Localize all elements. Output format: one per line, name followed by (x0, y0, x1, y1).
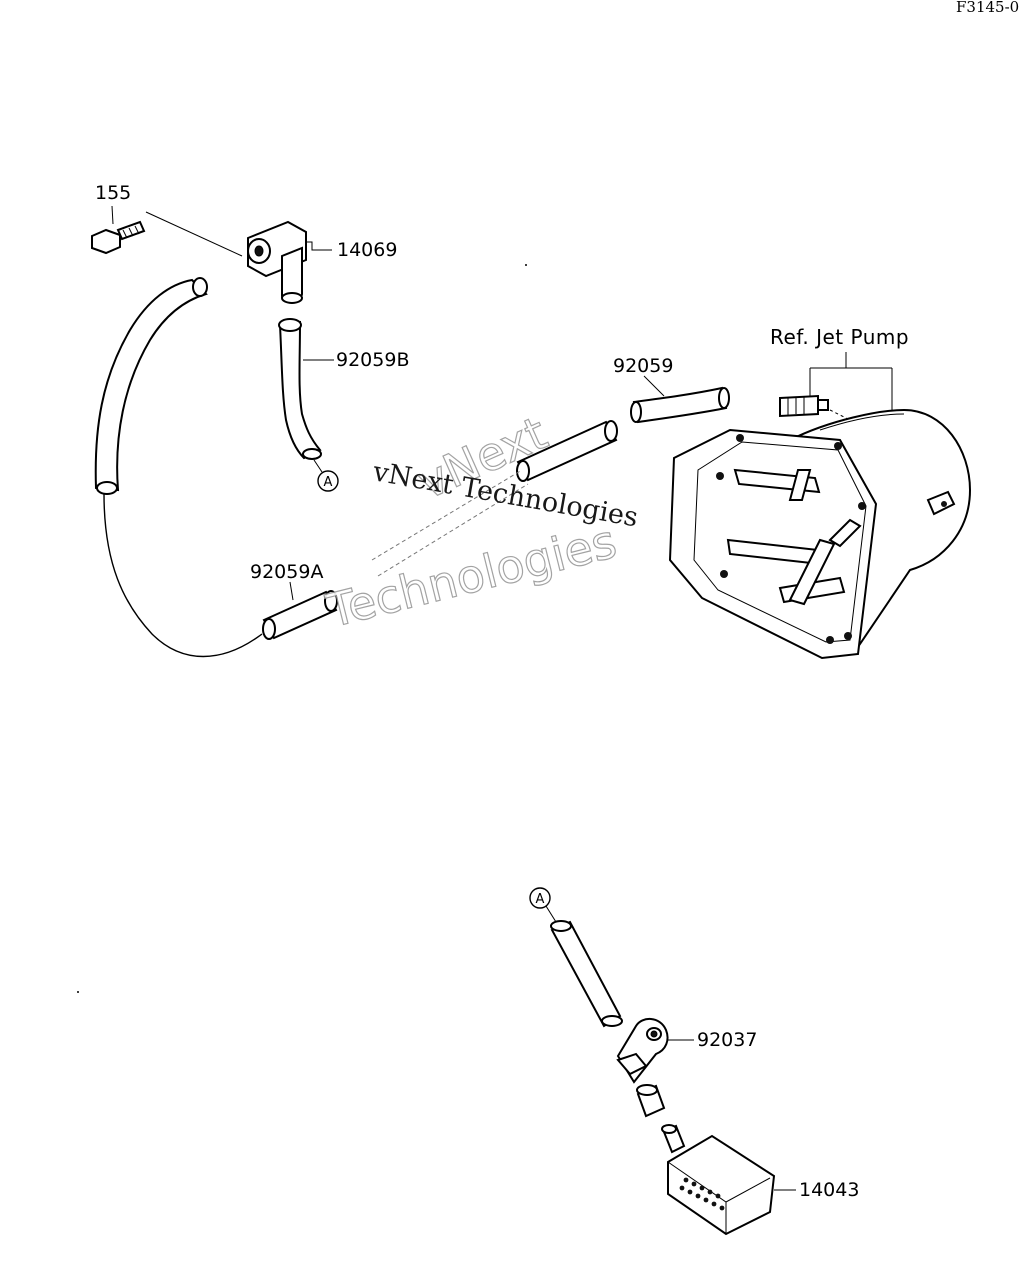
leader-92059 (643, 375, 665, 397)
hose-92059[interactable] (516, 386, 730, 482)
label-92059: 92059 (613, 355, 673, 377)
label-14069: 14069 (337, 239, 397, 261)
marker-a-bottom: A (529, 887, 551, 909)
hidden-line (371, 469, 529, 577)
label-14043: 14043 (799, 1179, 859, 1201)
dot (77, 991, 79, 993)
connection-line (103, 493, 263, 658)
label-92059A: 92059A (250, 561, 323, 583)
hose-lower[interactable] (550, 920, 623, 1028)
box-14043[interactable] (661, 1124, 776, 1236)
clamp-92037[interactable] (616, 1018, 669, 1084)
leader-ref-jet-pump (809, 352, 893, 420)
label-155: 155 (95, 182, 131, 204)
leader-155-14069 (145, 211, 243, 257)
label-ref-jet-pump: Ref. Jet Pump (770, 325, 909, 349)
watermark-line2: Technologies (321, 514, 622, 638)
nipple-fitting[interactable] (779, 394, 829, 418)
leader-a-top (313, 459, 323, 473)
bolt-155[interactable] (91, 205, 146, 255)
hose-92059B[interactable] (278, 318, 322, 460)
page-code: F3145-0 (956, 0, 1019, 16)
dot (525, 264, 527, 266)
leader-92059A (289, 581, 294, 601)
hose-92059A[interactable] (262, 590, 338, 640)
nipple-leader (829, 409, 855, 423)
leader-14069 (306, 241, 332, 251)
marker-a-top: A (317, 470, 339, 492)
svg-text:A: A (324, 475, 333, 490)
long-hose[interactable] (94, 277, 208, 495)
collar[interactable] (636, 1084, 666, 1118)
svg-text:A: A (536, 892, 545, 907)
label-92037: 92037 (697, 1029, 757, 1051)
jet-pump-housing (668, 408, 972, 660)
fitting-14069[interactable] (247, 220, 307, 304)
leader-a-bottom (545, 905, 557, 923)
label-92059B: 92059B (336, 349, 409, 371)
